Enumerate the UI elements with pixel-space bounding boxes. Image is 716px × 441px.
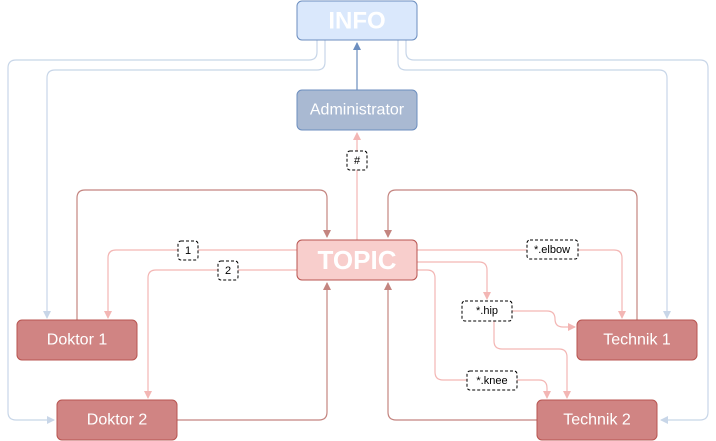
node-topic[interactable]: TOPIC [296,239,418,281]
tag-two-label: 2 [225,265,231,277]
edge-hip-technik2 [493,321,571,399]
tag-knee-label: *.knee [476,375,507,387]
edge-hip-technik1 [512,310,576,331]
tag-one-label: 1 [185,245,191,257]
doktor1-label: Doktor 1 [47,332,108,349]
technik1-label: Technik 1 [603,332,671,349]
edge-technik1-topic [384,189,638,320]
administrator-label: Administrator [310,102,405,119]
topic-label: TOPIC [318,245,397,275]
tag-hip: *.hip [461,300,513,322]
edge-doktor1-topic [76,189,331,320]
tag-hip-label: *.hip [476,305,498,317]
node-technik2[interactable]: Technik 2 [536,399,658,441]
tag-knee: *.knee [466,370,518,391]
edge-info-doktor1 [43,40,326,319]
tag-one: 1 [177,240,199,261]
edges-info [7,40,709,424]
technik2-label: Technik 2 [563,412,631,429]
edge-topic-knee [417,269,467,381]
tag-hash: # [346,150,368,171]
edge-info-technik2 [405,40,709,424]
edge-technik2-topic [384,282,537,421]
node-technik1[interactable]: Technik 1 [576,319,698,361]
edge-info-technik1 [397,40,671,319]
node-doktor2[interactable]: Doktor 2 [56,399,178,441]
tag-elbow-label: *.elbow [534,244,570,256]
node-info[interactable]: INFO [296,0,418,41]
edge-info-doktor2 [7,40,318,424]
doktor2-label: Doktor 2 [87,412,148,429]
edge-doktor2-topic [177,282,331,421]
edges-subscribe [104,132,626,399]
node-administrator[interactable]: Administrator [296,89,418,131]
tag-hash-label: # [354,155,361,167]
edge-knee-technik2 [517,379,551,399]
edge-topic-doktor1 [104,249,297,319]
edge-topic-hip [417,261,491,300]
tag-elbow: *.elbow [526,239,579,260]
edges-publish [76,189,638,421]
edge-topic-technik1-elbow [417,249,626,319]
tag-two: 2 [217,260,239,281]
info-label: INFO [328,8,385,35]
edge-topic-doktor2 [144,269,297,399]
node-doktor1[interactable]: Doktor 1 [16,319,138,361]
